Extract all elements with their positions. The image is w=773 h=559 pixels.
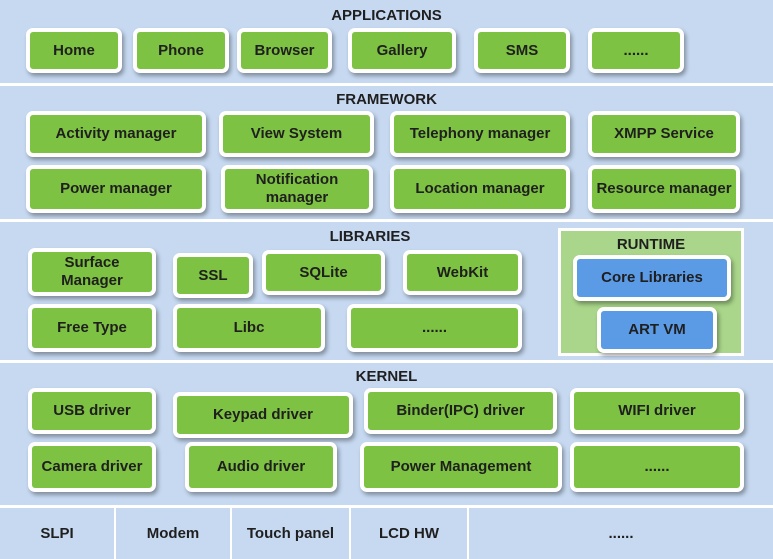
app-gallery: Gallery xyxy=(348,28,456,73)
fw-notification-manager: Notification manager xyxy=(221,165,373,213)
kernel-audio-driver: Audio driver xyxy=(185,442,337,492)
applications-layer: APPLICATIONS Home Phone Browser Gallery … xyxy=(0,0,773,83)
hw-separator xyxy=(230,508,232,559)
hw-touch-panel: Touch panel xyxy=(232,508,349,559)
kernel-layer: KERNEL USB driver Keypad driver Binder(I… xyxy=(0,363,773,505)
app-more: ...... xyxy=(588,28,684,73)
fw-resource-manager: Resource manager xyxy=(588,165,740,213)
lib-ssl: SSL xyxy=(173,253,253,298)
applications-title: APPLICATIONS xyxy=(331,7,442,24)
runtime-panel: RUNTIME Core Libraries ART VM xyxy=(558,228,744,356)
lib-more: ...... xyxy=(347,304,522,352)
kernel-wifi-driver: WIFI driver xyxy=(570,388,744,434)
kernel-title: KERNEL xyxy=(355,368,418,385)
lib-libc: Libc xyxy=(173,304,325,352)
fw-telephony-manager: Telephony manager xyxy=(390,111,570,157)
kernel-camera-driver: Camera driver xyxy=(28,442,156,492)
app-sms: SMS xyxy=(474,28,570,73)
lib-surface-manager: Surface Manager xyxy=(28,248,156,296)
fw-xmpp-service: XMPP Service xyxy=(588,111,740,157)
fw-view-system: View System xyxy=(219,111,374,157)
fw-location-manager: Location manager xyxy=(390,165,570,213)
runtime-core-libraries: Core Libraries xyxy=(573,255,731,301)
fw-power-manager: Power manager xyxy=(26,165,206,213)
hw-separator xyxy=(114,508,116,559)
hw-separator xyxy=(349,508,351,559)
hw-slpi: SLPI xyxy=(0,508,114,559)
kernel-binder-driver: Binder(IPC) driver xyxy=(364,388,557,434)
libraries-title: LIBRARIES xyxy=(329,228,411,245)
app-phone: Phone xyxy=(133,28,229,73)
kernel-usb-driver: USB driver xyxy=(28,388,156,434)
framework-layer: FRAMEWORK Activity manager View System T… xyxy=(0,86,773,219)
runtime-title: RUNTIME xyxy=(616,236,686,253)
runtime-art-vm: ART VM xyxy=(597,307,717,353)
kernel-more: ...... xyxy=(570,442,744,492)
kernel-power-management: Power Management xyxy=(360,442,562,492)
hw-more: ...... xyxy=(469,508,773,559)
hw-modem: Modem xyxy=(116,508,230,559)
hw-separator xyxy=(467,508,469,559)
app-home: Home xyxy=(26,28,122,73)
framework-title: FRAMEWORK xyxy=(336,91,437,108)
hw-lcd: LCD HW xyxy=(351,508,467,559)
kernel-keypad-driver: Keypad driver xyxy=(173,392,353,438)
lib-free-type: Free Type xyxy=(28,304,156,352)
app-browser: Browser xyxy=(237,28,332,73)
lib-webkit: WebKit xyxy=(403,250,522,295)
lib-sqlite: SQLite xyxy=(262,250,385,295)
fw-activity-manager: Activity manager xyxy=(26,111,206,157)
